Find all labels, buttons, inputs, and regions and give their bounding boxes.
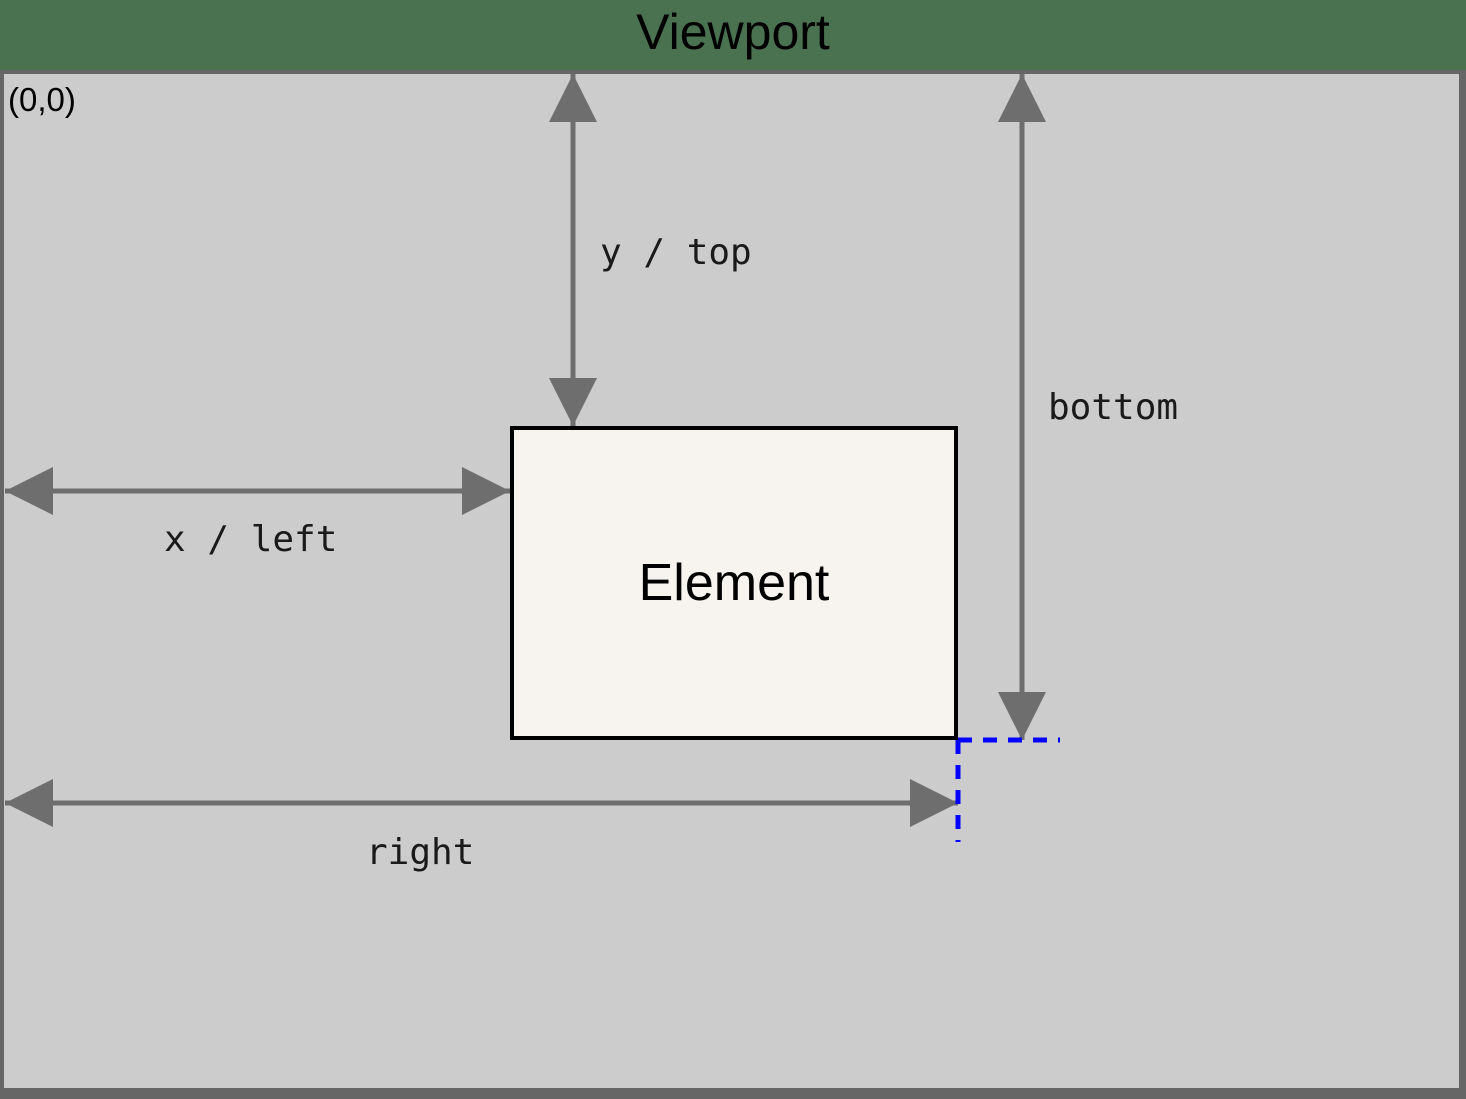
origin-coordinate-label: (0,0) bbox=[8, 81, 76, 118]
page-title: Viewport bbox=[636, 4, 830, 60]
measure-label-bottom: bottom bbox=[1048, 387, 1179, 428]
measure-label-x-left: x / left bbox=[164, 519, 338, 560]
element-label: Element bbox=[638, 554, 830, 612]
measure-label-right: right bbox=[366, 832, 475, 873]
viewport-header-band: Viewport bbox=[0, 0, 1466, 70]
element-box: Element bbox=[510, 426, 958, 740]
measure-label-y-top: y / top bbox=[600, 232, 752, 273]
